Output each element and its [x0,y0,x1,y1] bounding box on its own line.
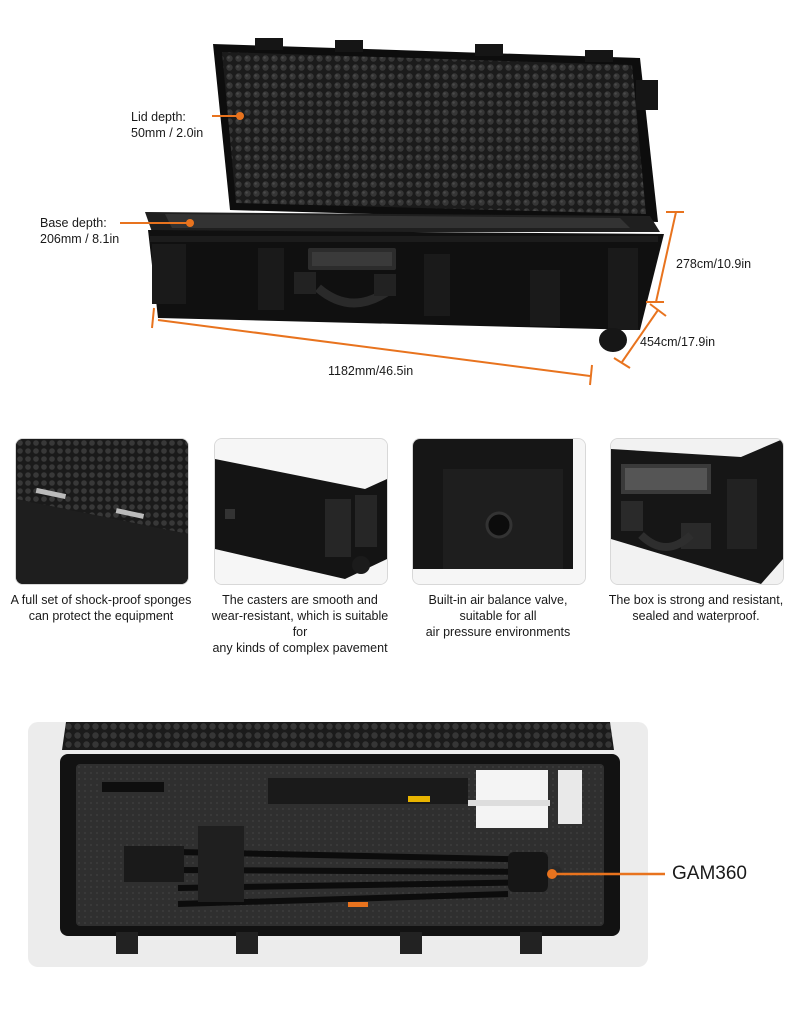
caption-line: Built-in air balance valve, [428,593,568,607]
dimension-lines [120,115,684,386]
case-base [145,212,664,352]
caption-line: A full set of shock-proof sponges [10,593,192,607]
feature-caption-valve: Built-in air balance valve, suitable for… [403,592,593,640]
case-contents-illustration [60,722,620,954]
caption-line: air pressure environments [425,625,571,639]
case-hero-illustration [120,38,684,386]
feature-photo-foam [15,438,189,585]
caption-line: any kinds of complex pavement [212,641,388,655]
depth-dimension: 454cm/17.9in [640,335,716,349]
caption-line: The casters are smooth and [222,593,378,607]
caption-line: suitable for all [459,609,537,623]
feature-photo-valve [412,438,586,585]
lid-depth-label: Lid depth: 50mm / 2.0in [131,109,203,141]
feature-caption-foam: A full set of shock-proof sponges can pr… [6,592,196,624]
base-depth-label: Base depth: 206mm / 8.1in [40,215,119,247]
lid-depth-title: Lid depth: [131,110,186,124]
length-dimension: 1182mm/46.5in [328,364,414,378]
callout-leader-line [547,869,665,879]
feature-caption-casters: The casters are smooth and wear-resistan… [205,592,395,656]
gam360-callout-label: GAM360 [672,863,747,884]
caption-line: can protect the equipment [28,609,174,623]
caption-line: wear-resistant, which is suitable for [211,609,389,639]
caption-line: The box is strong and resistant, [608,593,784,607]
case-lid [213,38,658,222]
feature-photo-latches [610,438,784,585]
feature-photo-casters [214,438,388,585]
height-dimension: 278cm/10.9in [676,257,752,271]
base-depth-value: 206mm / 8.1in [40,232,120,246]
base-depth-title: Base depth: [40,216,107,230]
lid-depth-value: 50mm / 2.0in [131,126,204,140]
caption-line: sealed and waterproof. [632,609,760,623]
feature-caption-waterproof: The box is strong and resistant, sealed … [601,592,791,624]
